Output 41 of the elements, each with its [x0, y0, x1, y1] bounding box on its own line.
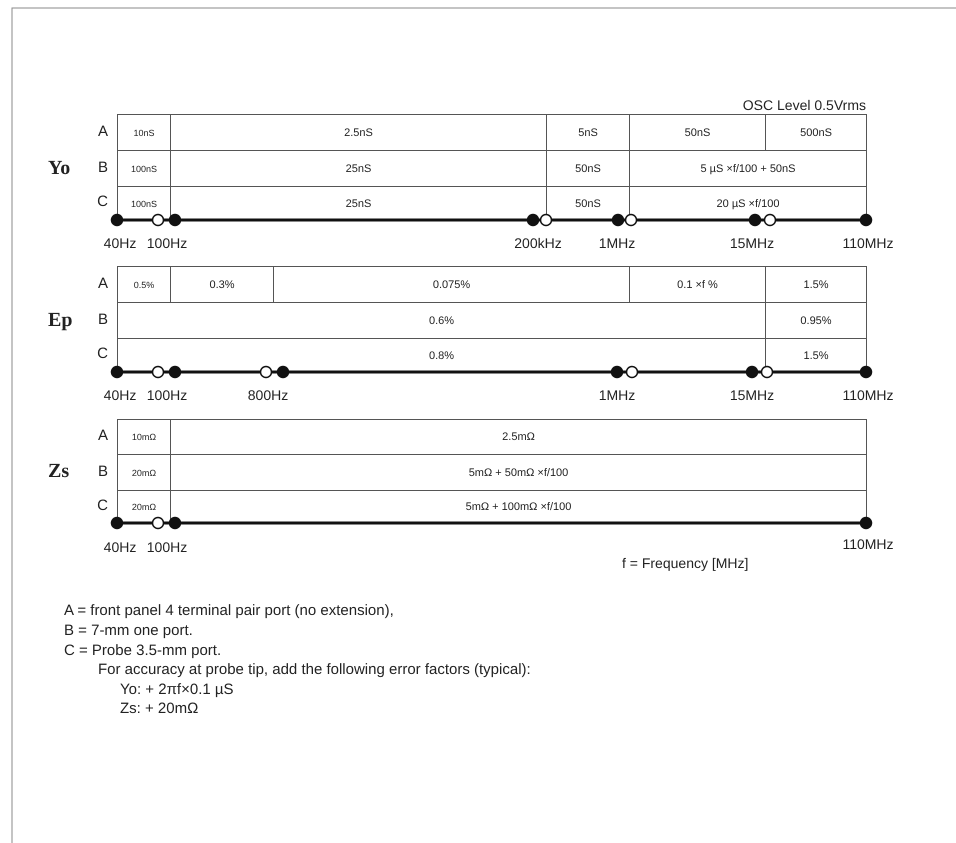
spec-cell: 0.5%	[117, 266, 171, 303]
frequency-label: 200kHz	[514, 236, 562, 250]
note-text: Zs: + 20mΩ	[120, 701, 198, 716]
frequency-label: 40Hz	[104, 540, 136, 554]
frequency-label: 100Hz	[146, 388, 188, 402]
row-letter: B	[98, 160, 108, 175]
frequency-label: 1MHz	[598, 236, 636, 250]
note-text: For accuracy at probe tip, add the following error factors (typical):	[98, 662, 531, 677]
note-text: A = front panel 4 terminal pair port (no extension),	[64, 603, 394, 618]
row-letter: B	[98, 312, 108, 327]
frequency-label: 110MHz	[842, 388, 894, 402]
row-letter: C	[97, 194, 108, 209]
variable-definition: f = Frequency [MHz]	[622, 556, 748, 570]
row-letter: C	[97, 346, 108, 361]
parameter-name: Ep	[48, 310, 72, 330]
row-letter: A	[98, 276, 108, 291]
frequency-label: 1MHz	[598, 388, 636, 402]
frequency-label: 800Hz	[248, 388, 288, 402]
note-text: Yo: + 2πf×0.1 µS	[120, 682, 234, 697]
spec-cell: 500nS	[765, 114, 867, 151]
note-text: B = 7-mm one port.	[64, 623, 193, 638]
parameter-name: Yo	[48, 158, 70, 178]
frequency-label: 100Hz	[146, 540, 188, 554]
frequency-label: 110MHz	[842, 236, 894, 250]
frequency-label: 15MHz	[730, 236, 774, 250]
frequency-label: 100Hz	[146, 236, 188, 250]
frequency-label: 40Hz	[104, 388, 136, 402]
frequency-label: 15MHz	[730, 388, 774, 402]
spec-cell: 10mΩ	[117, 419, 171, 455]
spec-cell: 2.5mΩ	[170, 419, 867, 455]
frequency-label: 110MHz	[842, 537, 894, 551]
frequency-label: 40Hz	[104, 236, 136, 250]
spec-cell: 10nS	[117, 114, 171, 151]
row-letter: B	[98, 464, 108, 479]
row-letter: C	[97, 498, 108, 513]
test-condition: OSC Level 0.5Vrms	[742, 98, 866, 112]
row-letter: A	[98, 428, 108, 443]
row-letter: A	[98, 124, 108, 139]
note-text: C = Probe 3.5-mm port.	[64, 643, 222, 658]
spec-cell: 1.5%	[765, 266, 867, 303]
parameter-name: Zs	[48, 461, 70, 481]
